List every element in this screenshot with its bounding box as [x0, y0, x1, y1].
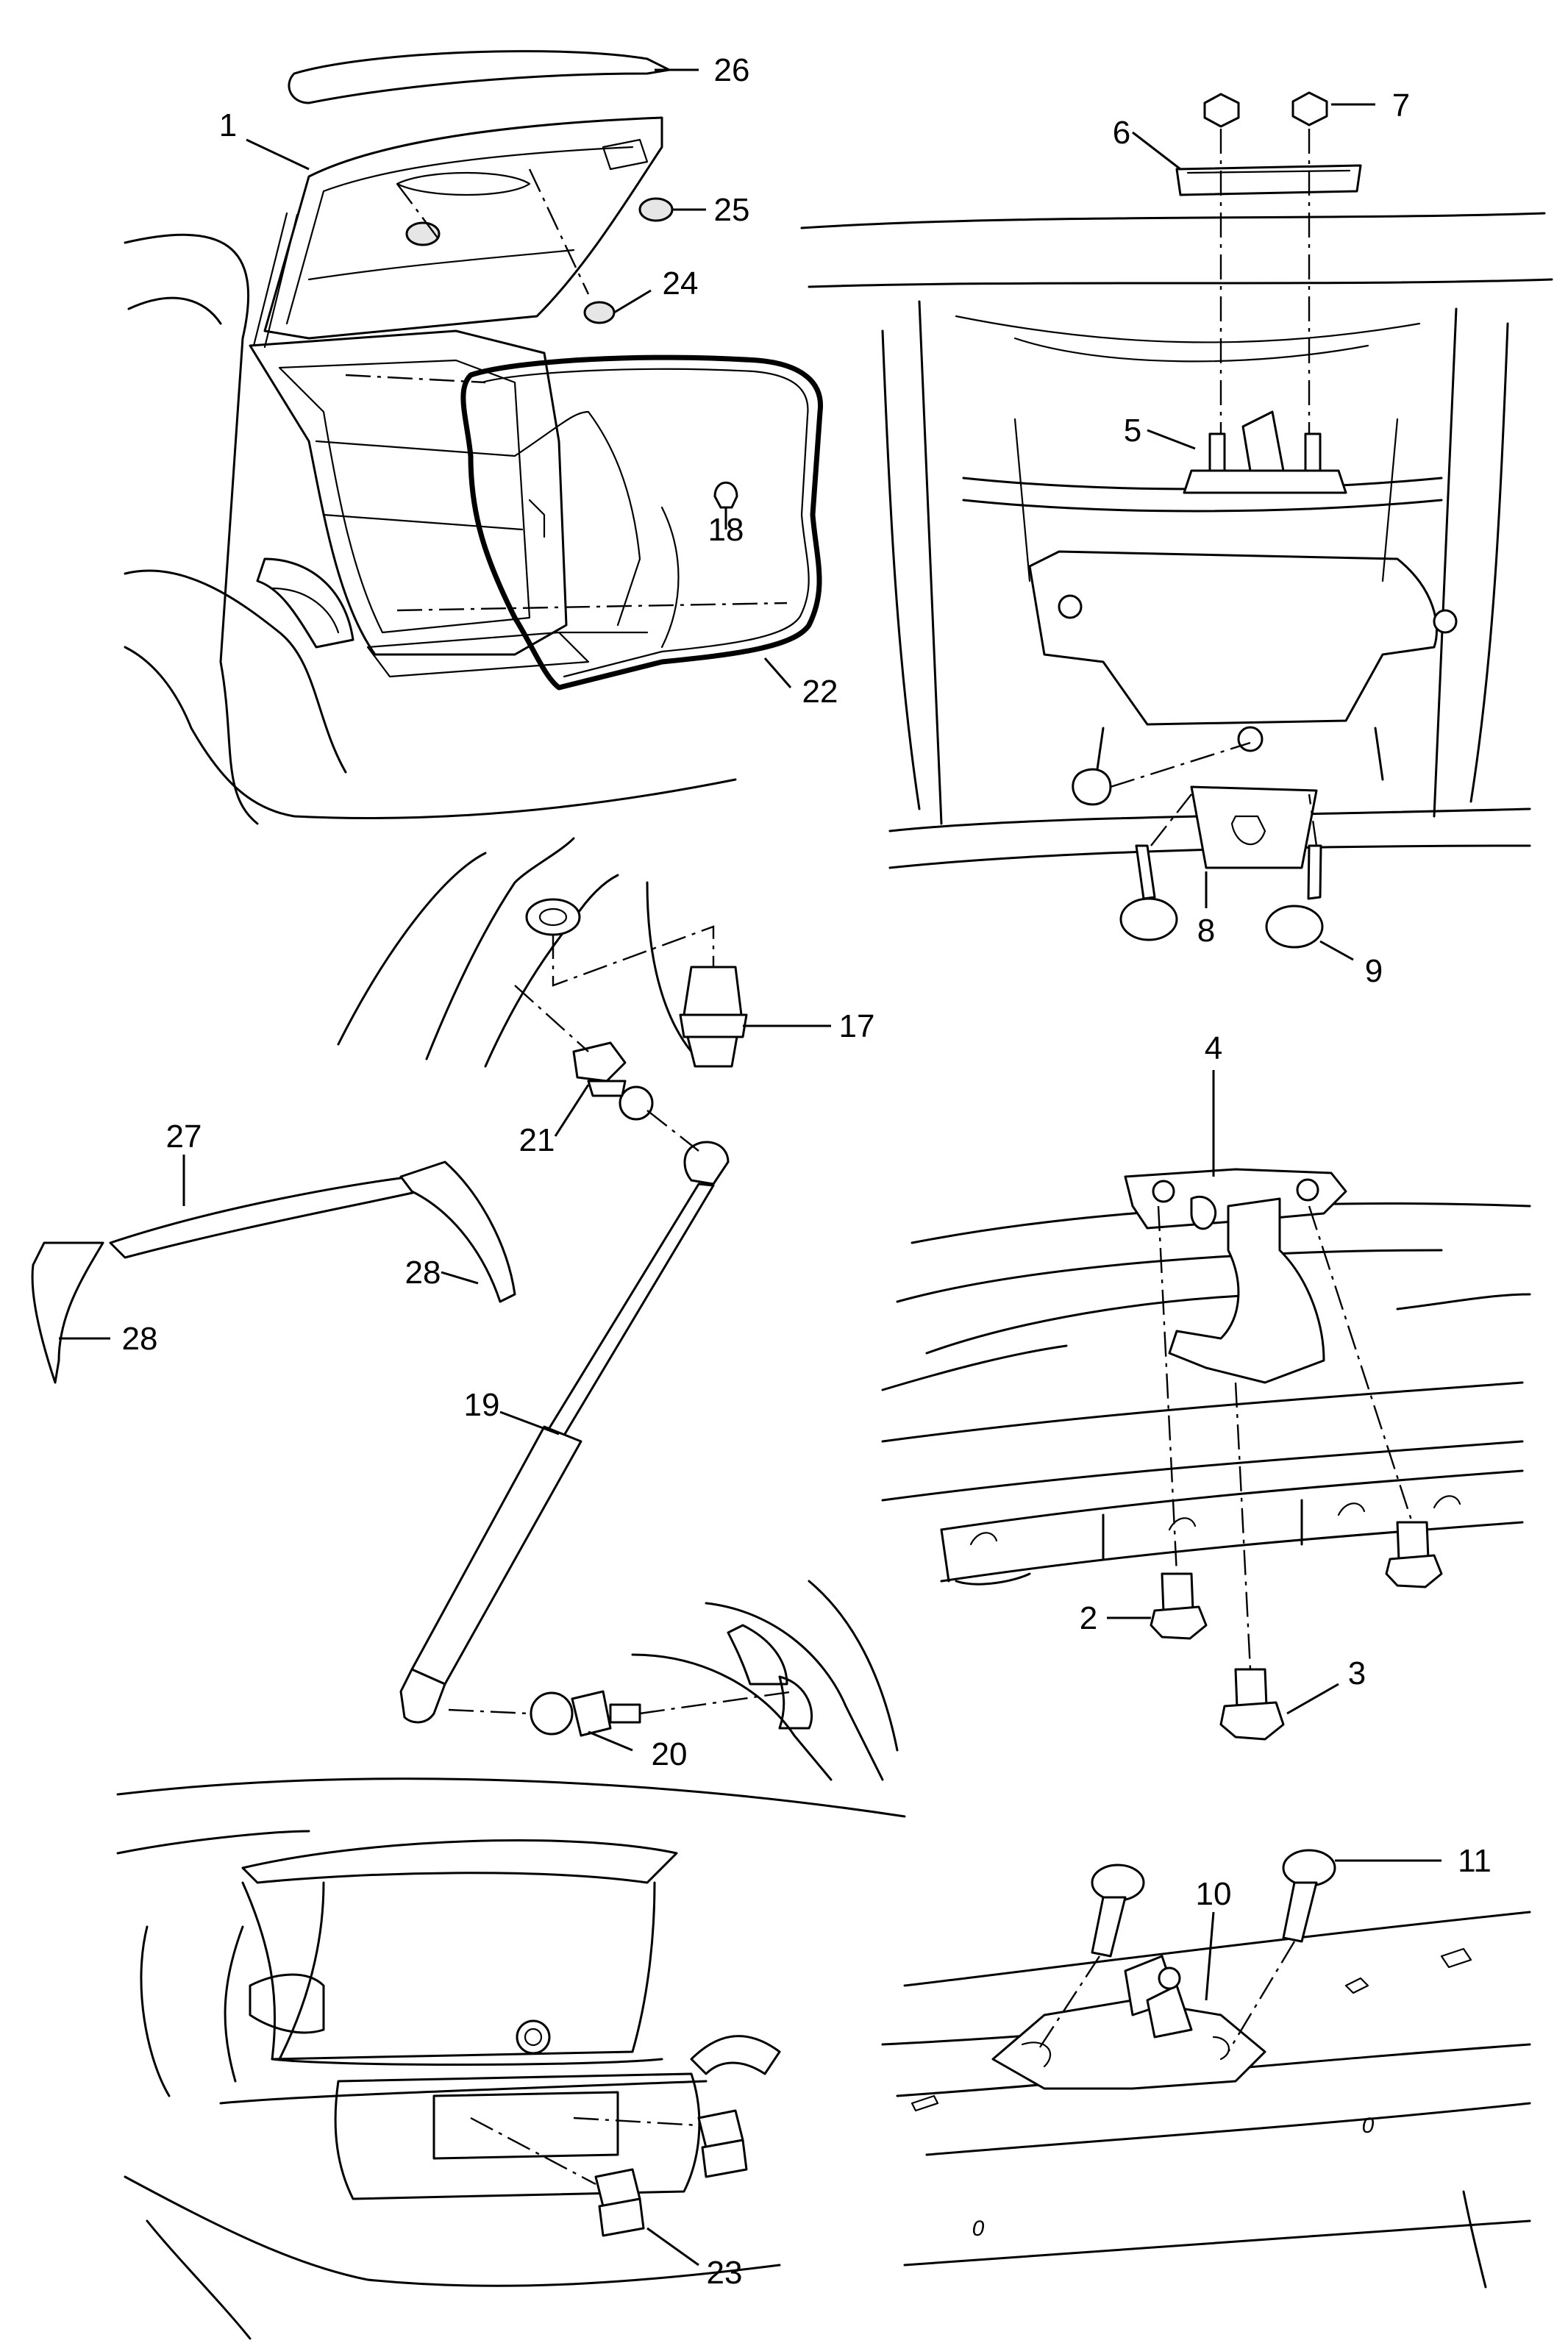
callout-26: 26 [714, 52, 750, 88]
tailgate-lock-view [800, 91, 1553, 961]
callout-18: 18 [708, 512, 744, 548]
callout-20: 20 [652, 1736, 688, 1772]
callout-1: 1 [219, 107, 237, 143]
callout-8: 8 [1197, 913, 1215, 949]
callout-23: 23 [707, 2255, 743, 2291]
callout-3: 3 [1348, 1655, 1366, 1691]
rear-view-licence-plate [116, 1777, 906, 2340]
callout-27: 27 [166, 1119, 202, 1155]
body-mark-left: 0 [972, 2217, 985, 2241]
callout-6: 6 [1113, 115, 1130, 151]
tailgate-hinge-view [881, 1070, 1531, 1741]
callout-4: 4 [1205, 1030, 1222, 1066]
gas-strut-view [31, 837, 899, 1781]
striker-view [881, 1849, 1531, 2289]
tailgate-overview-view [124, 50, 824, 825]
callout-24: 24 [663, 265, 699, 302]
callout-7: 7 [1392, 88, 1410, 124]
callout-25: 25 [714, 192, 750, 228]
callout-22: 22 [802, 674, 838, 710]
callout-10: 10 [1196, 1876, 1232, 1912]
callout-19: 19 [464, 1387, 500, 1423]
callout-28-lower: 28 [122, 1321, 158, 1357]
callout-2: 2 [1080, 1600, 1097, 1636]
callout-9: 9 [1365, 953, 1383, 989]
callout-28-upper: 28 [405, 1255, 441, 1291]
callout-21: 21 [519, 1122, 555, 1158]
callout-17: 17 [839, 1008, 875, 1044]
body-mark-right: 0 [1362, 2114, 1375, 2138]
callout-11: 11 [1458, 1843, 1492, 1879]
callout-5: 5 [1124, 413, 1141, 449]
